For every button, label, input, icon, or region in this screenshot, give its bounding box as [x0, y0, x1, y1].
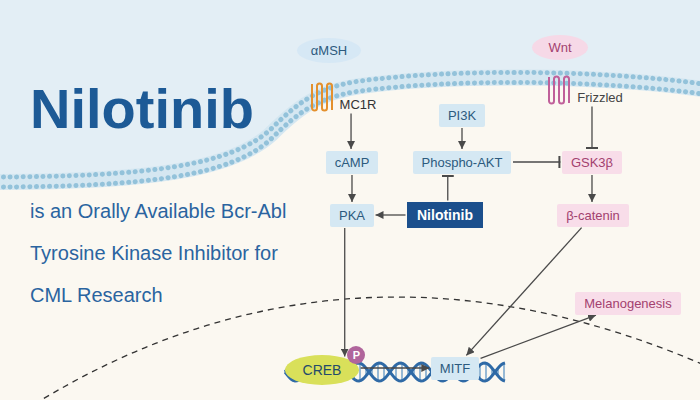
node-label: PI3K — [448, 108, 476, 123]
phospho-marker: P — [347, 346, 365, 364]
process-box: MITF — [431, 357, 479, 380]
activation-arrow — [344, 228, 345, 357]
receptor-icon — [547, 75, 573, 105]
node-label: Phospho-AKT — [422, 155, 503, 170]
node-label: P — [353, 349, 360, 361]
dna-rung — [377, 363, 379, 381]
process-box: PKA — [330, 204, 374, 227]
transmembrane-helices — [549, 77, 569, 104]
membrane-outer-leaflet — [0, 72, 700, 177]
receptor: MC1R — [310, 82, 377, 112]
activation-arrow — [351, 175, 352, 202]
inhibition-connector — [447, 175, 448, 201]
dna-rung — [485, 363, 487, 381]
node-label: MC1R — [340, 97, 377, 112]
node-label: Frizzled — [577, 90, 623, 105]
dna-rung — [359, 363, 361, 381]
receptor-icon — [310, 82, 336, 112]
node-label: β-catenin — [566, 208, 620, 223]
dna-rung — [419, 363, 421, 381]
node-label: CREB — [303, 362, 342, 378]
inhibition-connector — [591, 107, 592, 150]
activation-arrow — [376, 214, 406, 215]
activation-arrow — [461, 128, 462, 149]
node-label: αMSH — [311, 43, 347, 58]
process-box: Melanogenesis — [575, 292, 680, 315]
drug-box: Nilotinib — [407, 202, 483, 228]
inhibition-connector — [513, 161, 560, 162]
caption: is an Orally Available Bcr-Abl Tyrosine … — [30, 190, 302, 316]
ligand-ellipse: αMSH — [297, 38, 361, 63]
transcription-factor-ellipse: CREBP — [285, 355, 360, 385]
dna-rung — [503, 363, 505, 381]
node-label: Melanogenesis — [584, 296, 671, 311]
process-box: cAMP — [326, 151, 379, 174]
node-label: MITF — [440, 361, 470, 376]
ligand-ellipse: Wnt — [532, 35, 587, 60]
activation-arrow — [361, 367, 430, 368]
receptor: Frizzled — [547, 75, 623, 105]
node-label: PKA — [339, 208, 365, 223]
node-label: cAMP — [335, 155, 370, 170]
node-label: GSK3β — [571, 155, 613, 170]
activation-arrow — [350, 114, 351, 150]
title: Nilotinib — [30, 76, 254, 141]
transmembrane-helices — [312, 84, 332, 111]
process-box: β-catenin — [557, 204, 629, 227]
activation-arrow — [591, 175, 592, 202]
process-box: PI3K — [439, 104, 485, 127]
node-label: Nilotinib — [417, 207, 473, 223]
node-label: Wnt — [548, 40, 571, 55]
activation-arrow — [466, 228, 581, 356]
process-box: GSK3β — [562, 151, 622, 174]
activation-arrow — [481, 315, 596, 358]
process-box: Phospho-AKT — [413, 151, 512, 174]
dna-rung — [401, 363, 403, 381]
